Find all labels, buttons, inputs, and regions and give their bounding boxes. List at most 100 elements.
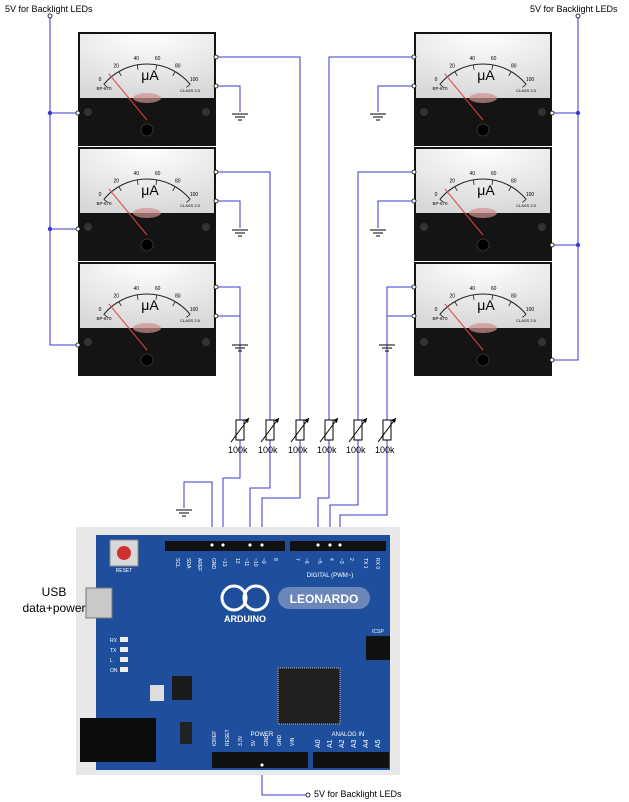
arduino-logo-right (242, 584, 270, 612)
meter-6-signal (386, 286, 414, 420)
terminal-dot (549, 110, 555, 116)
reset-button[interactable] (117, 546, 131, 560)
analog-label: ANALOG IN (332, 732, 365, 738)
meter-screw-left (84, 223, 92, 231)
meter-scale-tick-label: 40 (470, 171, 476, 177)
meter-1-ground (216, 85, 241, 112)
meter-scale-tick (186, 198, 191, 203)
meter-screw-left (420, 108, 428, 116)
meter-model-label: BP-670 (432, 316, 448, 321)
resistor-arrow-head (362, 418, 367, 423)
meter-scale-tick (491, 179, 494, 185)
meter-face (416, 34, 550, 98)
meter-screw-right (538, 223, 546, 231)
terminal-dot (213, 54, 219, 60)
meter-zero-knob (476, 238, 490, 252)
meter-scale-tick-label: 100 (526, 192, 535, 198)
resistor-arrow-shaft (348, 417, 368, 443)
resistor-5: 100k (346, 417, 368, 455)
icsp-header (366, 636, 390, 660)
terminal-dot (213, 198, 219, 204)
meter-scale-tick (172, 71, 176, 77)
usb-label-line2: data+power (22, 601, 85, 615)
terminal-dot (209, 542, 215, 548)
meter-screw-right (202, 108, 210, 116)
top-pin-label: ~3 (338, 558, 344, 564)
meter-scale-tick (522, 198, 527, 203)
ground-symbol (379, 344, 395, 352)
meter-class-label: CLASS 2.5 (516, 318, 537, 323)
meter-class-label: CLASS 2.5 (180, 318, 201, 323)
analog-pin-label: A5 (375, 739, 382, 748)
power-pin-label: 3.3V (238, 735, 244, 746)
meter-scale-tick (155, 179, 158, 185)
ground-symbol (232, 229, 248, 237)
led-label: L (110, 658, 113, 664)
resistor-4: 100k (317, 417, 339, 455)
meter-scale-tick (472, 64, 475, 70)
top-pin-label: TX 1 (362, 558, 368, 569)
resistor-arrow-head (391, 418, 396, 423)
model-badge (278, 587, 370, 609)
meter-unit-label: μA (477, 297, 495, 313)
meter-scale-tick-label: 100 (190, 77, 199, 83)
analog-pin-label: A2 (339, 739, 346, 748)
board-ground (183, 481, 213, 545)
analog-pin-label: A0 (315, 739, 322, 748)
top-pin-label: ~6 (303, 558, 309, 564)
meter-needle (108, 73, 148, 121)
meter-scale-tick-label: 0 (435, 307, 438, 313)
top-pin-label: ~11 (243, 558, 249, 566)
resistor-arrow-shaft (290, 417, 310, 443)
terminal-dot (411, 313, 417, 319)
meter-scale-tick-label: 80 (175, 293, 181, 299)
left-5v-rail (49, 16, 78, 346)
meter-class-label: CLASS 2.5 (516, 88, 537, 93)
meter-scale-tick (118, 186, 122, 192)
meter-face (80, 264, 214, 328)
meter-scale-arc (439, 178, 527, 200)
meter-scale-tick-label: 100 (526, 307, 535, 313)
resistor-arrow-shaft (319, 417, 339, 443)
arduino-logo-left (220, 584, 248, 612)
top-pin-label: 8 (272, 558, 278, 561)
resistor-arrow-head (304, 418, 309, 423)
meter-scale-tick (136, 179, 139, 185)
meter-scale-tick (136, 64, 139, 70)
led (120, 647, 128, 652)
analog-pin-label: A1 (327, 739, 334, 748)
regulator (150, 685, 164, 701)
meter-scale-tick-label: 100 (190, 307, 199, 313)
meter-unit-label: μA (141, 297, 159, 313)
meter-zero-knob (140, 353, 154, 367)
ground-symbol (370, 113, 386, 121)
meter-5-signal (357, 171, 414, 420)
meter-scale-arc (103, 63, 191, 85)
meter-scale-tick-label: 20 (113, 63, 119, 69)
terminal-dot (220, 542, 226, 548)
meter-scale-tick-label: 0 (99, 192, 102, 198)
meter-pivot (469, 323, 497, 333)
meter-6-ground (386, 315, 414, 343)
junction-dots (47, 13, 581, 798)
meter-scale-tick-label: 0 (435, 77, 438, 83)
meter-scale-tick (155, 294, 158, 300)
terminal-dot (75, 342, 81, 348)
led-label: TX (110, 648, 117, 654)
r2-to-pin (249, 440, 271, 545)
resistor-arrow-head (333, 418, 338, 423)
meter-pivot (133, 93, 161, 103)
power-pin-label: GND (264, 735, 270, 747)
power-pin-label: 5V (251, 739, 257, 746)
meter-unit-label: μA (477, 67, 495, 83)
power-pin-label: RESET (225, 729, 231, 746)
resistor-arrow-shaft (230, 417, 250, 443)
resistor-6: 100k (375, 417, 397, 455)
meter-scale-tick-label: 80 (175, 63, 181, 69)
meter-model-label: BP-670 (96, 201, 112, 206)
meter-scale-tick-label: 60 (491, 56, 497, 62)
